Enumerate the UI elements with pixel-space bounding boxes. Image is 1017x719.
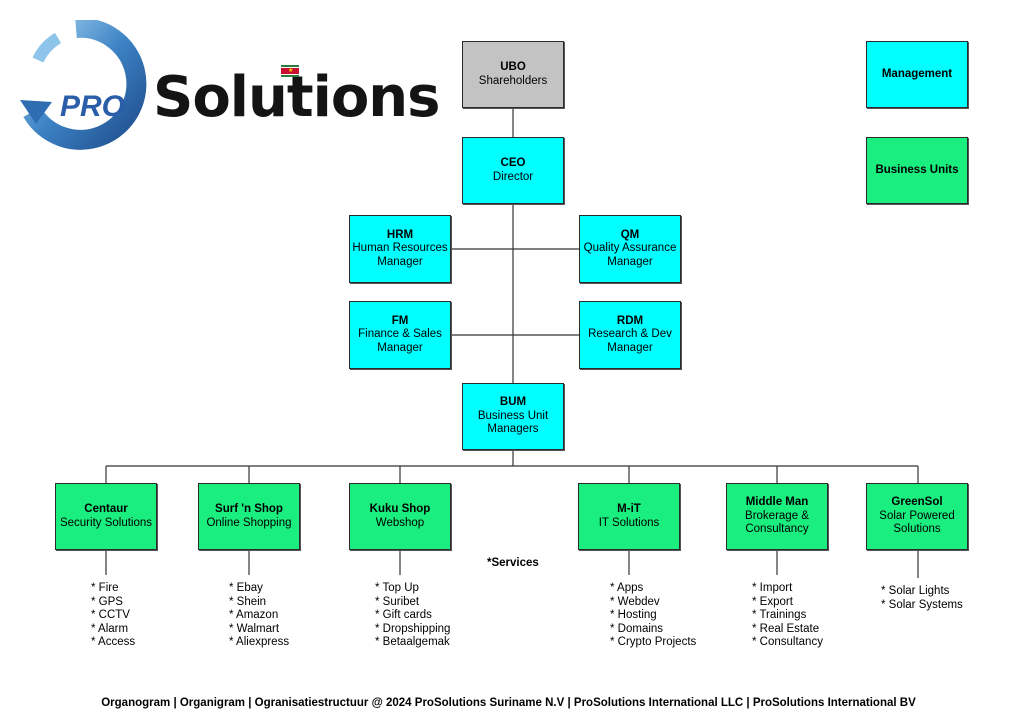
services-list-kuku-shop: * Top Up * Suribet * Gift cards * Dropsh…	[375, 582, 450, 650]
list-item: * Walmart	[229, 622, 280, 635]
node-hrm-role: Manager	[377, 255, 423, 268]
unit-subtitle: IT Solutions	[598, 516, 660, 529]
unit-title: Centaur	[84, 503, 128, 515]
legend-business-units: Business Units	[866, 137, 968, 204]
node-fm-title: FM	[391, 314, 409, 327]
unit-title: M-iT	[617, 503, 641, 515]
logo-ring-icon	[20, 17, 147, 150]
unit-m-it: M-iT IT Solutions	[578, 483, 680, 550]
list-item: * Hosting	[610, 609, 657, 621]
list-item: * Ebay	[229, 582, 263, 594]
list-item: * Apps	[610, 582, 644, 594]
legend-management-label: Management	[881, 67, 953, 80]
unit-subtitle: Security Solutions	[59, 516, 153, 529]
node-rdm: RDM Research & Dev Manager	[579, 301, 681, 369]
list-item: * Solar Lights	[881, 585, 950, 597]
services-list-m-it: * Apps * Webdev * Hosting * Domains * Cr…	[610, 582, 696, 650]
list-item: * Suribet	[375, 595, 420, 608]
unit-middle-man: Middle Man Brokerage & Consultancy	[726, 483, 828, 550]
list-item: * Domains	[610, 622, 664, 635]
services-label: *Services	[487, 557, 539, 569]
list-item: * Dropshipping	[375, 622, 451, 635]
node-ceo: CEO Director	[462, 137, 564, 204]
services-list-greensol: * Solar Lights * Solar Systems	[881, 585, 963, 612]
logo-wordmark: Solutions	[153, 65, 441, 130]
unit-subtitle-2: Solutions	[893, 523, 941, 536]
legend-management: Management	[866, 41, 968, 108]
unit-subtitle: Webshop	[375, 516, 425, 529]
unit-greensol: GreenSol Solar Powered Solutions	[866, 483, 968, 550]
list-item: * CCTV	[91, 609, 130, 621]
node-bum-subtitle: Business Unit	[477, 409, 549, 422]
unit-subtitle: Brokerage &	[745, 509, 809, 522]
company-logo: PRO Solutions ★	[18, 17, 441, 155]
unit-subtitle-2: Consultancy	[745, 523, 809, 536]
list-item: * Webdev	[610, 595, 660, 608]
node-rdm-role: Manager	[607, 341, 653, 354]
node-ceo-subtitle: Director	[492, 170, 534, 183]
unit-title: GreenSol	[891, 496, 943, 509]
list-item: * Consultancy	[752, 636, 823, 648]
list-item: * Real Estate	[752, 622, 820, 635]
list-item: * Fire	[91, 582, 119, 594]
list-item: * Alarm	[91, 622, 129, 635]
list-item: * Betaalgemak	[375, 636, 450, 648]
node-rdm-title: RDM	[616, 314, 644, 327]
unit-title: Middle Man	[745, 496, 809, 509]
list-item: * Crypto Projects	[610, 636, 697, 648]
node-qm: QM Quality Assurance Manager	[579, 215, 681, 283]
unit-centaur: Centaur Security Solutions	[55, 483, 157, 550]
node-ceo-title: CEO	[500, 157, 526, 169]
node-fm-subtitle: Finance & Sales	[358, 328, 442, 341]
list-item: * Gift cards	[375, 609, 432, 621]
list-item: * Amazon	[229, 609, 279, 621]
legend-business-units-label: Business Units	[875, 163, 959, 176]
node-fm-role: Manager	[377, 341, 423, 354]
unit-title: Kuku Shop	[369, 503, 431, 515]
node-bum-role: Managers	[487, 423, 539, 436]
list-item: * Shein	[229, 595, 267, 608]
unit-subtitle: Solar Powered	[879, 509, 955, 522]
unit-subtitle: Online Shopping	[206, 516, 292, 529]
services-list-centaur: * Fire * GPS * CCTV * Alarm * Access	[91, 582, 135, 650]
node-ubo-title: UBO	[500, 61, 526, 73]
node-bum-title: BUM	[499, 396, 527, 409]
node-hrm-subtitle: Human Resources	[352, 242, 448, 255]
list-item: * Top Up	[375, 582, 419, 594]
logo-prefix: PRO	[60, 90, 126, 123]
footer-caption: Organogram | Organigram | Ogranisatiestr…	[101, 697, 916, 709]
node-fm: FM Finance & Sales Manager	[349, 301, 451, 369]
node-ubo: UBO Shareholders	[462, 41, 564, 108]
node-qm-title: QM	[620, 228, 640, 241]
node-rdm-subtitle: Research & Dev	[588, 328, 672, 341]
node-ubo-subtitle: Shareholders	[478, 74, 548, 87]
suriname-flag-icon: ★	[281, 65, 299, 77]
list-item: * Import	[752, 582, 793, 594]
services-list-surf-n-shop: * Ebay * Shein * Amazon * Walmart * Alie…	[229, 582, 289, 650]
list-item: * Export	[752, 595, 793, 608]
node-qm-subtitle: Quality Assurance	[583, 242, 677, 255]
list-item: * Access	[91, 636, 136, 648]
list-item: * Trainings	[752, 609, 807, 621]
list-item: * Aliexpress	[229, 636, 290, 648]
unit-surf-n-shop: Surf 'n Shop Online Shopping	[198, 483, 300, 550]
node-qm-role: Manager	[607, 255, 653, 268]
unit-title: Surf 'n Shop	[215, 503, 283, 515]
list-item: * Solar Systems	[881, 598, 963, 611]
node-hrm: HRM Human Resources Manager	[349, 215, 451, 283]
node-bum: BUM Business Unit Managers	[462, 383, 564, 450]
list-item: * GPS	[91, 595, 123, 608]
services-list-middle-man: * Import * Export * Trainings * Real Est…	[752, 582, 823, 650]
unit-kuku-shop: Kuku Shop Webshop	[349, 483, 451, 550]
node-hrm-title: HRM	[386, 228, 414, 241]
